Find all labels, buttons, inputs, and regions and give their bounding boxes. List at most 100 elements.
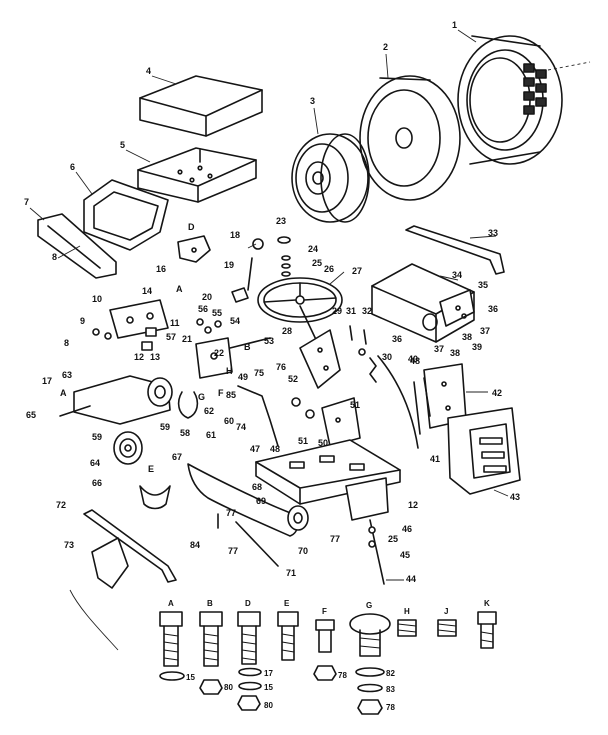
callout-2: 2 bbox=[383, 42, 388, 52]
callout-31: 31 bbox=[346, 306, 356, 316]
callout-77b: 77 bbox=[330, 534, 340, 544]
hw-num-82: 82 bbox=[386, 669, 395, 678]
callout-25b: 25 bbox=[388, 534, 398, 544]
callout-20: 20 bbox=[202, 292, 212, 302]
idler-pulley-70 bbox=[287, 505, 309, 531]
callout-28: 28 bbox=[282, 326, 292, 336]
callout-3: 3 bbox=[310, 96, 315, 106]
callout-H1: H bbox=[226, 366, 233, 376]
washers-54-56 bbox=[196, 318, 222, 334]
callout-B1: B bbox=[244, 342, 251, 352]
callout-35: 35 bbox=[478, 280, 488, 290]
hw-num-83: 83 bbox=[386, 685, 395, 694]
callout-72: 72 bbox=[56, 500, 66, 510]
callout-84: 84 bbox=[190, 540, 200, 550]
callout-76: 76 bbox=[276, 362, 286, 372]
rod-53 bbox=[229, 337, 271, 349]
link-rod-48 bbox=[237, 385, 279, 447]
hw-letter-E: E bbox=[284, 599, 290, 608]
rear-tire bbox=[359, 75, 461, 201]
hardware-row bbox=[159, 611, 497, 715]
hw-letter-A: A bbox=[168, 599, 174, 608]
callout-65: 65 bbox=[26, 410, 36, 420]
callout-69: 69 bbox=[256, 496, 266, 506]
callout-29: 29 bbox=[332, 306, 342, 316]
knob-18 bbox=[252, 238, 264, 250]
callout-60: 60 bbox=[224, 416, 234, 426]
hw-letter-G: G bbox=[366, 601, 372, 610]
callout-44: 44 bbox=[406, 574, 416, 584]
callout-40: 40 bbox=[408, 354, 418, 364]
callout-4: 4 bbox=[146, 66, 151, 76]
seat-support-bracket bbox=[37, 213, 117, 279]
callout-33: 33 bbox=[488, 228, 498, 238]
steering-wheel bbox=[257, 277, 343, 323]
callout-77c: 77 bbox=[226, 508, 236, 518]
callout-59: 59 bbox=[92, 432, 102, 442]
shaft-45-46 bbox=[345, 477, 389, 585]
callout-17: 17 bbox=[42, 376, 52, 386]
lever-72 bbox=[83, 509, 177, 583]
callout-46: 46 bbox=[402, 524, 412, 534]
callout-52: 52 bbox=[288, 374, 298, 384]
callout-18: 18 bbox=[230, 230, 240, 240]
callout-70: 70 bbox=[298, 546, 308, 556]
callout-58: 58 bbox=[180, 428, 190, 438]
callout-26: 26 bbox=[324, 264, 334, 274]
callout-39: 39 bbox=[472, 342, 482, 352]
seat-bracket-frame bbox=[83, 179, 169, 251]
callout-8: 8 bbox=[52, 252, 57, 262]
small-parts-5-13 bbox=[92, 327, 157, 351]
callout-24: 24 bbox=[308, 244, 318, 254]
cable-41 bbox=[377, 355, 421, 449]
callout-42: 42 bbox=[492, 388, 502, 398]
hw-num-15b: 15 bbox=[264, 683, 273, 692]
rod-71 bbox=[235, 521, 279, 567]
callout-9: 9 bbox=[80, 316, 85, 326]
hw-letter-K: K bbox=[484, 599, 490, 608]
callout-51b: 51 bbox=[298, 436, 308, 446]
callout-11: 11 bbox=[170, 318, 180, 328]
callout-8b: 8 bbox=[64, 338, 69, 348]
spring-30 bbox=[369, 357, 377, 383]
callout-38: 38 bbox=[462, 332, 472, 342]
callout-F1: F bbox=[218, 388, 224, 398]
hw-letter-D: D bbox=[245, 599, 251, 608]
callout-71: 71 bbox=[286, 568, 296, 578]
bolt-G bbox=[349, 613, 391, 715]
bracket-51 bbox=[321, 397, 361, 447]
callout-12: 12 bbox=[134, 352, 144, 362]
callout-14: 14 bbox=[142, 286, 152, 296]
callout-E1: E bbox=[148, 464, 154, 474]
bracket-35 bbox=[439, 289, 475, 327]
callout-A1: A bbox=[176, 284, 183, 294]
callout-D1: D bbox=[188, 222, 195, 232]
callout-61: 61 bbox=[206, 430, 216, 440]
pulley-64 bbox=[113, 431, 143, 465]
hw-num-15a: 15 bbox=[186, 673, 195, 682]
bracket-66 bbox=[139, 485, 171, 510]
bolt-F bbox=[313, 619, 337, 681]
callout-38b: 38 bbox=[450, 348, 460, 358]
callout-68: 68 bbox=[252, 482, 262, 492]
hardware-labels: A B D E F G H J K 15 80 17 15 80 78 82 8… bbox=[168, 599, 490, 712]
callout-48b: 48 bbox=[410, 356, 420, 366]
callout-47: 47 bbox=[250, 444, 260, 454]
callout-13: 13 bbox=[150, 352, 160, 362]
spacer-23 bbox=[277, 236, 291, 244]
bolt-E bbox=[277, 611, 299, 661]
hw-num-78a: 78 bbox=[338, 671, 347, 680]
washer-stack-24-26 bbox=[281, 255, 291, 277]
bracket-16 bbox=[177, 235, 211, 263]
parts-50-52 bbox=[291, 397, 315, 419]
hw-num-80a: 80 bbox=[224, 683, 233, 692]
callout-12b: 12 bbox=[408, 500, 418, 510]
cable-line bbox=[69, 589, 119, 651]
callout-16: 16 bbox=[156, 264, 166, 274]
callout-41: 41 bbox=[430, 454, 440, 464]
bolt-D bbox=[237, 611, 262, 711]
callout-5: 5 bbox=[120, 140, 125, 150]
seat-pan bbox=[137, 147, 257, 203]
callout-50: 50 bbox=[318, 438, 328, 448]
steering-gear-10 bbox=[109, 299, 169, 339]
